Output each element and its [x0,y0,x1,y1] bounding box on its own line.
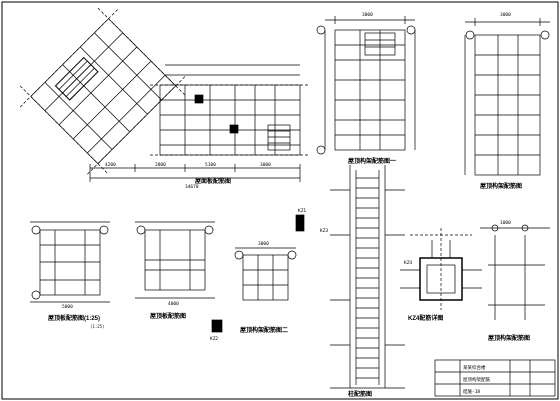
bc-dim: 3000 [258,241,269,247]
bottom-center-title: 屋顶构架配筋图二 [240,326,288,334]
bottom-mid-plan [135,221,215,299]
top-center-plan [316,16,416,155]
main-plan [19,7,310,182]
title-drawing-name: 屋顶构架配筋 [463,376,490,383]
top-center-dim: 3000 [362,12,373,18]
title-block [434,359,556,397]
kz2-label: KZ2 [210,336,218,342]
node-detail [400,228,482,310]
rect-wing [150,84,310,156]
kz4-label: KZ4 [404,260,412,266]
main-plan-title: 屋面板配筋图 [195,177,231,185]
top-right-title: 屋顶构架配筋图 [480,182,522,190]
bottom-center-plan [211,214,305,333]
right-dim: 1000 [500,220,511,226]
top-center-title: 屋顶构架配筋图一 [348,157,396,165]
main-seg-1: 4200 [105,162,116,168]
main-seg-3: 5100 [205,162,216,168]
main-seg-2: 2800 [155,162,166,168]
main-seg-4: 3000 [260,162,271,168]
bl-dim: 5000 [62,304,73,310]
title-sheet-no: 结施-18 [463,388,480,395]
kz3-label: KZ3 [320,228,328,234]
node-detail-title: KZ4配筋详图 [408,314,443,322]
mid-dim: 4000 [168,301,179,307]
top-right-dim: 3000 [500,12,511,18]
column-title: 柱配筋图 [348,390,372,398]
bottom-left-plan [30,221,110,303]
top-right-plan [464,18,550,176]
detail-right [480,224,550,320]
bottom-left-title: 屋顶板配筋图(1:25) [48,314,100,322]
title-project: 某某综合楼 [463,364,486,371]
kz1-label: KZ1 [298,208,306,214]
detail-right-title: 屋顶构架配筋图 [488,334,530,342]
bottom-mid-title: 屋顶板配筋图 [150,312,186,320]
rotated-wing [19,7,187,175]
main-total-dim: 34670 [185,184,199,190]
column-elevation [330,165,405,389]
scale-note: (1:25) [90,324,104,329]
